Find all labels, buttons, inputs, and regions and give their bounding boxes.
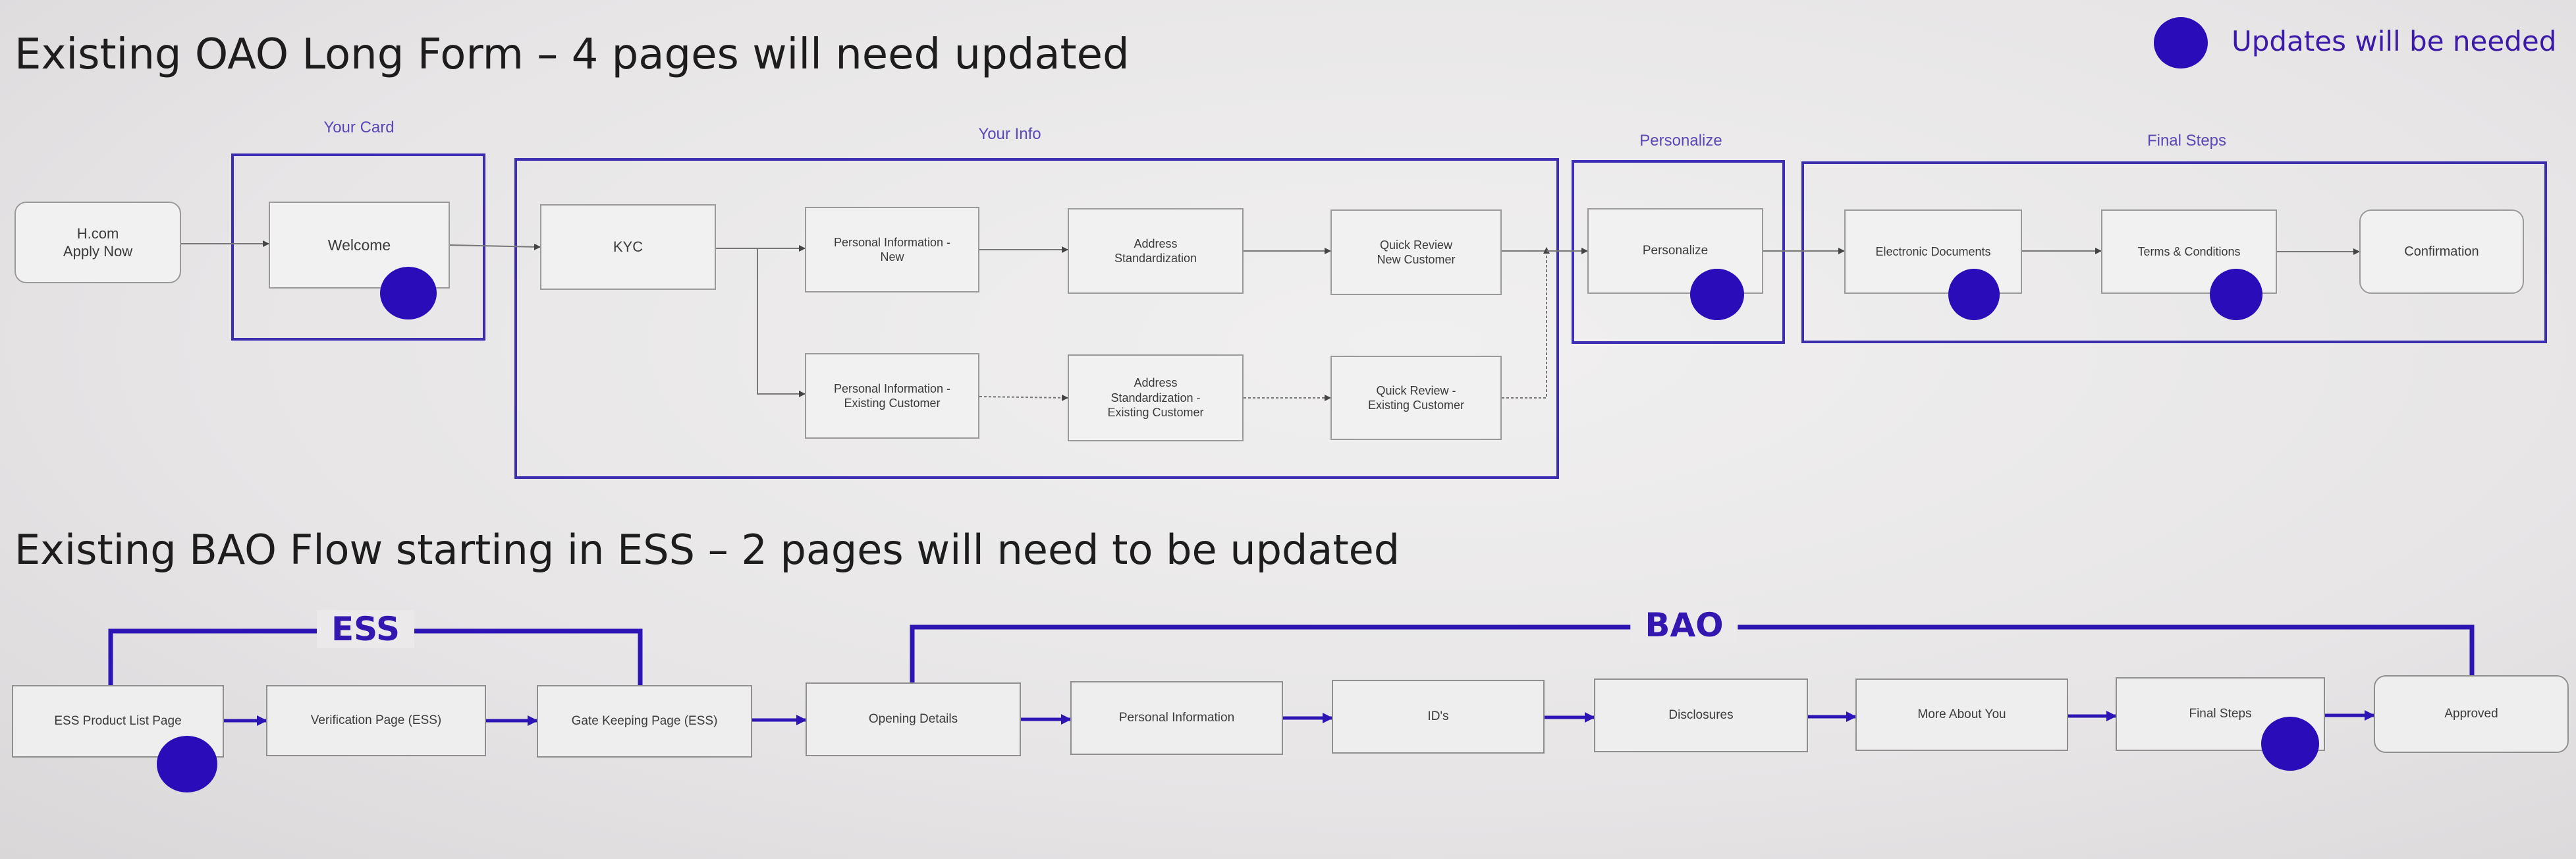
node-kyc: KYC [540, 204, 716, 290]
group-box-your-info [514, 158, 1559, 479]
group-label-your-info: Your Info [978, 125, 1041, 143]
node-confirmation: Confirmation [2359, 209, 2524, 294]
update-dot-final-steps [2261, 717, 2319, 771]
node-disclosures: Disclosures [1594, 679, 1808, 752]
node-gate-keeping-page-ess: Gate Keeping Page (ESS) [537, 685, 752, 758]
top-section-title: Existing OAO Long Form – 4 pages will ne… [14, 30, 1130, 79]
update-dot-welcome [380, 267, 437, 319]
connector [979, 394, 1068, 401]
update-dot-terms-conditions [2210, 269, 2262, 320]
node-personal-information-existing: Personal Information -Existing Customer [805, 353, 979, 439]
node-opening-details: Opening Details [806, 682, 1021, 756]
bottom-section-title: Existing BAO Flow starting in ESS – 2 pa… [14, 526, 1400, 574]
node-more-about-you: More About You [1855, 679, 2068, 751]
update-dot-personalize [1690, 269, 1744, 320]
update-dot-ess-product-list [157, 736, 217, 792]
node-ids: ID's [1332, 680, 1545, 754]
group-box-personalize [1572, 160, 1785, 344]
group-label-final-steps: Final Steps [2147, 132, 2227, 150]
node-personal-information: Personal Information [1070, 681, 1283, 755]
group-box-final-steps [1801, 161, 2547, 343]
group-box-your-card [231, 153, 485, 341]
node-verification-page-ess: Verification Page (ESS) [266, 685, 486, 756]
ess-bracket-label: ESS [317, 610, 414, 648]
group-label-your-card: Your Card [323, 119, 395, 136]
update-dot-electronic-documents [1948, 269, 2000, 320]
node-quick-review-existing: Quick Review -Existing Customer [1330, 356, 1502, 440]
legend-label: Updates will be needed [2232, 25, 2557, 57]
node-personal-information-new: Personal Information -New [805, 207, 979, 292]
group-label-personalize: Personalize [1639, 132, 1722, 150]
node-approved: Approved [2374, 675, 2569, 753]
legend-dot [2154, 17, 2208, 69]
connector [449, 243, 541, 250]
bao-bracket-label: BAO [1630, 606, 1738, 644]
connector [1502, 247, 1550, 399]
connector [757, 248, 806, 397]
